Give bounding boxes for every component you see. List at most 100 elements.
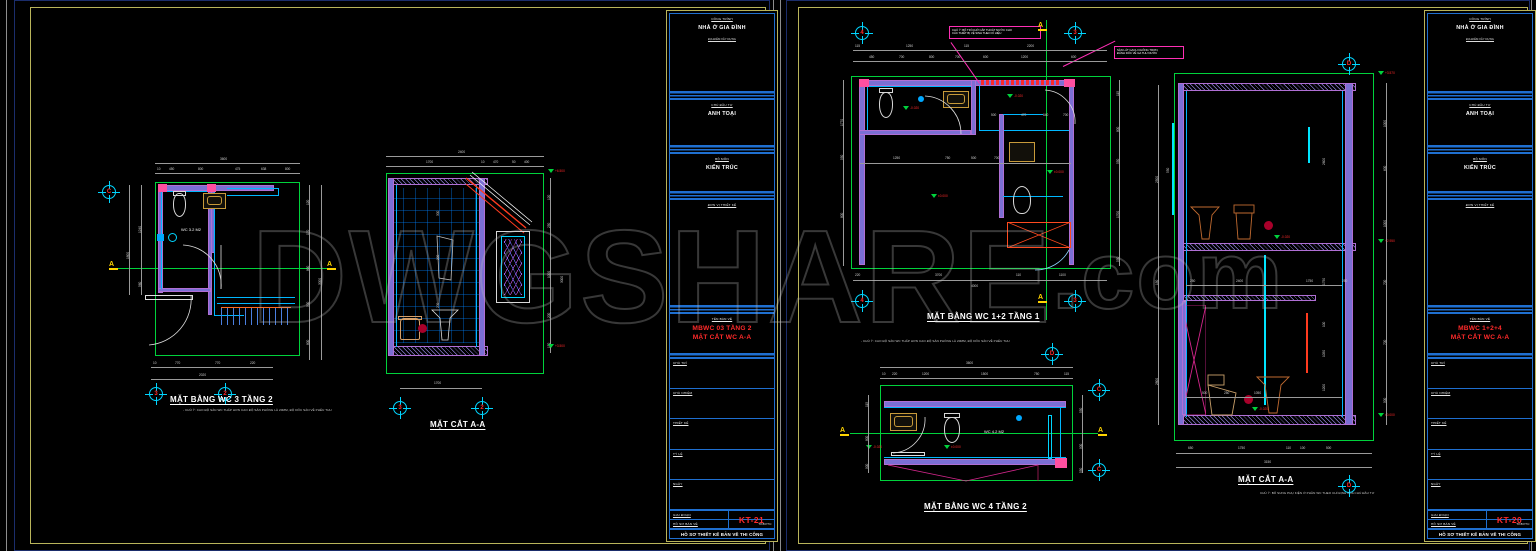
tb2-sheet-number[interactable]: KT-20 [1486,511,1532,530]
wc12-dim-mid [859,163,1071,164]
rsec-wall-right [1345,83,1353,425]
wc4-dim-right [1082,395,1083,473]
floor-slab [388,346,488,356]
tb-field-drawn: THIẾT KẾ [670,419,774,450]
rsec-pipe-right [1308,127,1310,163]
wc12-bubble-4-top[interactable]: 4 [851,22,873,44]
rsec-bubble-d-bottom[interactable]: D [1338,475,1360,497]
tb2-field-checker-label: CHỦ NHIỆM [1431,391,1451,396]
dim-right-4: 500 [306,301,310,307]
stair-slope [465,171,533,234]
grid-bubble-c[interactable]: C [98,181,120,203]
wc12-bubble-4-bot[interactable]: 4 [851,290,873,312]
wc4-dl1: 115 [865,401,869,407]
rsec-dl2: 150 [1155,279,1159,285]
tb-field-date-label: NGÀY [673,481,683,486]
rsec-dim-left [1158,85,1159,425]
wc4-dim-top-inner [880,378,1073,379]
tb2-foot-row-stage: GIAI ĐOẠN [1428,511,1532,521]
wc12-toilet-cistern [879,88,893,93]
sec-dim-r4: 200 [547,312,551,318]
titleblock-left: CÔNG TRÌNH NHÀ Ở GIA ĐÌNH ĐỊA ĐIỂM XÂY D… [666,10,778,542]
sec-dim-r3: 1000 [547,270,551,278]
dim-right-5: 800 [306,339,310,345]
tb2-client-value: ANH TOẠI [1465,111,1495,118]
rsec-dr-inner-2: 1750 [1322,277,1326,285]
tb2-project-address: ĐỊA ĐIỂM XÂY DỰNG [1466,37,1494,42]
wc4-dl3: 900 [865,463,869,469]
tb-field-drawn-label: THIẾT KẾ [673,421,689,426]
rsec-bubble-d-top[interactable]: D [1338,53,1360,75]
wc12-level-3: ±0.000 [1047,170,1064,175]
rsec-level-mid: +2.950 [1378,239,1395,244]
wc12-db3: 800 [929,55,935,59]
sec-dim-inner-2: 200 [436,254,440,260]
grid-bubble-2[interactable]: 2 [214,383,236,405]
rsec-inner-dim-5: 500 [1202,391,1208,395]
wc12-db6: 1200 [1021,55,1029,59]
sec-grid-bubble-3[interactable]: 3 [389,397,411,419]
tb-consultant-cell: ĐƠN VỊ THIẾT KẾ [670,200,774,306]
rsec-floor-slab [1178,415,1356,425]
wc12-shower-x [1007,222,1071,248]
tb-discipline-value: KIẾN TRÚC [705,165,739,172]
door-leaf [145,295,193,300]
rsec-dbo2: 1750 [1238,446,1246,450]
counter-edge-2 [227,195,279,196]
wc12-dm7: 640 [1043,113,1049,117]
tb2-client-label: CHỦ ĐẦU TƯ [1469,103,1491,107]
rsec-inner-dim-6: 250 [1224,391,1230,395]
grid-bubble-3[interactable]: 3 [145,383,167,405]
plan-wc3-note: - CHÚ Ý: CAO ĐỘ SÀN WC THẤP HƠN CAO ĐỘ S… [183,408,332,412]
wc12-dm6: 470 [1021,113,1027,117]
wc4-bubble-c-lower[interactable]: C [1088,459,1110,481]
sec-wall-left [388,178,394,356]
wc12-level-1: -0.020 [903,106,919,111]
tb-project-cell: CÔNG TRÌNH NHÀ Ở GIA ĐÌNH ĐỊA ĐIỂM XÂY D… [670,14,774,92]
section-mark-a-left: A [109,261,118,270]
sec-line-left [396,185,397,347]
rsec-dr2: 600 [1383,165,1387,171]
wc4-level-1: -0.020 [866,445,882,450]
sec-dim-r1: 120 [547,194,551,200]
wc4-boundary-top [880,385,1073,387]
tb2-discipline-label: BỘ MÔN [1473,157,1487,161]
tb-sheet-number[interactable]: KT-21 [728,511,774,530]
sec-dim-bottom [400,388,482,389]
wc4-bubble-d[interactable]: D [1041,343,1063,365]
wc4-glass-panel [1048,415,1052,459]
tb-project-address: ĐỊA ĐIỂM XÂY DỰNG [708,37,736,42]
dim-bot-total: 2020 [199,373,207,377]
wc4-dim-total: 3600 [966,361,974,365]
tb-field-scale-label: TỶ LỆ [673,451,683,456]
sec-grid-bubble-2[interactable]: 2 [471,397,493,419]
dim-top-inner [155,173,300,174]
wc12-section-line [1046,20,1048,320]
tb2-project-value: NHÀ Ở GIA ĐÌNH [1456,25,1504,32]
wc4-dt1: 10 [882,372,886,376]
dim-right-2: 170 [306,229,310,235]
wc12-dr1: 115 [1116,90,1120,96]
wc12-boundary-bottom [851,268,1111,270]
tb-bottom-strip: HỒ SƠ THIẾT KẾ BẢN VẼ THI CÔNG [670,529,774,539]
tb2-foot-phase: HỒ SƠ BẢN VẼ [1431,522,1456,526]
dim-top-6: 800 [285,167,291,171]
tb-drawing-line1: MBWC 03 TẦNG 2 [692,325,752,333]
tb2-consultant-cell: ĐƠN VỊ THIẾT KẾ [1428,200,1532,306]
sec-dim-t5: 400 [524,160,530,164]
tb-field-designer: CHỦ TRÌ [670,359,774,390]
dim-top-5: 638 [261,167,267,171]
rsec-dr-inner-4: 1050 [1322,349,1326,357]
rsec-dl4: 550 [1166,167,1170,173]
wc12-dm2: 750 [945,156,951,160]
rsec-drain-upper [1264,221,1273,230]
rsec-dim-bottom-outer [1176,467,1372,468]
wc4-bubble-c-upper[interactable]: C [1088,379,1110,401]
wc12-bubble-3-top[interactable]: 3 [1064,22,1086,44]
sec-dim-r2: 250 [547,222,551,228]
wc12-bubble-3-bot[interactable]: 3 [1064,290,1086,312]
rsec-dbo-total: 3150 [1264,460,1272,464]
tb2-drawing-label: TÊN BẢN VẼ [1469,317,1491,321]
